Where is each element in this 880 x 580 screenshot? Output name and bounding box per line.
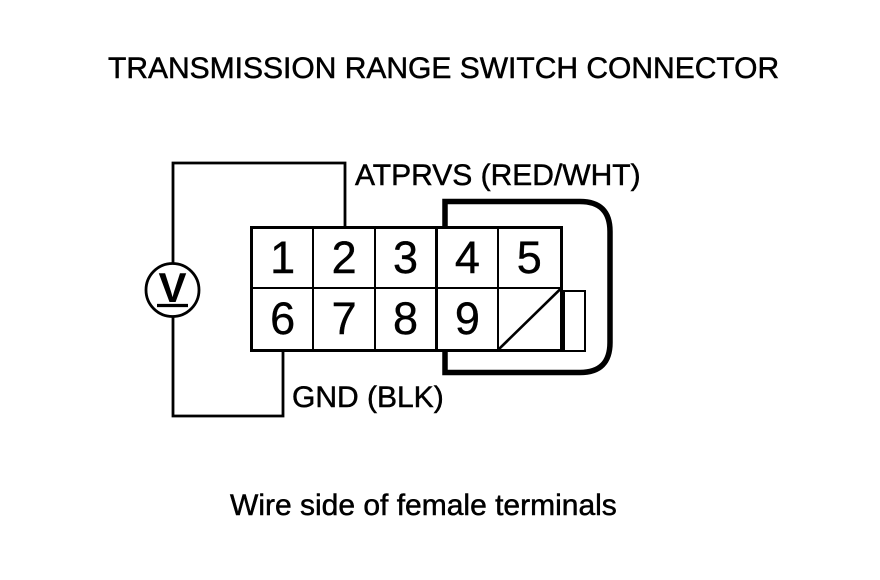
pin-cell-9: 9 (437, 289, 499, 349)
connector-pin-grid: 1 2 3 4 5 6 7 8 9 (250, 226, 563, 352)
gnd-wire (171, 316, 285, 418)
diagram-title: TRANSMISSION RANGE SWITCH CONNECTOR (108, 52, 780, 85)
voltmeter-icon: V (144, 262, 201, 318)
connector-housing-outline (442, 198, 613, 376)
voltmeter-circle (144, 262, 201, 318)
voltmeter-label: V (158, 264, 186, 311)
gnd-wire-label: GND (BLK) (292, 381, 444, 414)
pin-cell-8: 8 (375, 289, 438, 349)
pin-cell-7: 7 (314, 289, 376, 349)
atprvs-wire-label: ATPRVS (RED/WHT) (355, 159, 641, 192)
stub-cavity-cell (563, 290, 586, 352)
pin-cell-6: 6 (253, 289, 315, 349)
blocked-cavity-cell (498, 289, 560, 349)
view-caption: Wire side of female terminals (230, 489, 617, 522)
pin-cell-5: 5 (498, 229, 560, 289)
pin-cell-3: 3 (375, 229, 438, 289)
atprvs-wire (171, 161, 347, 264)
pin-cell-4: 4 (437, 229, 499, 289)
diagonal-slash-icon (498, 289, 560, 349)
pin-cell-1: 1 (253, 229, 315, 289)
pin-cell-2: 2 (314, 229, 376, 289)
